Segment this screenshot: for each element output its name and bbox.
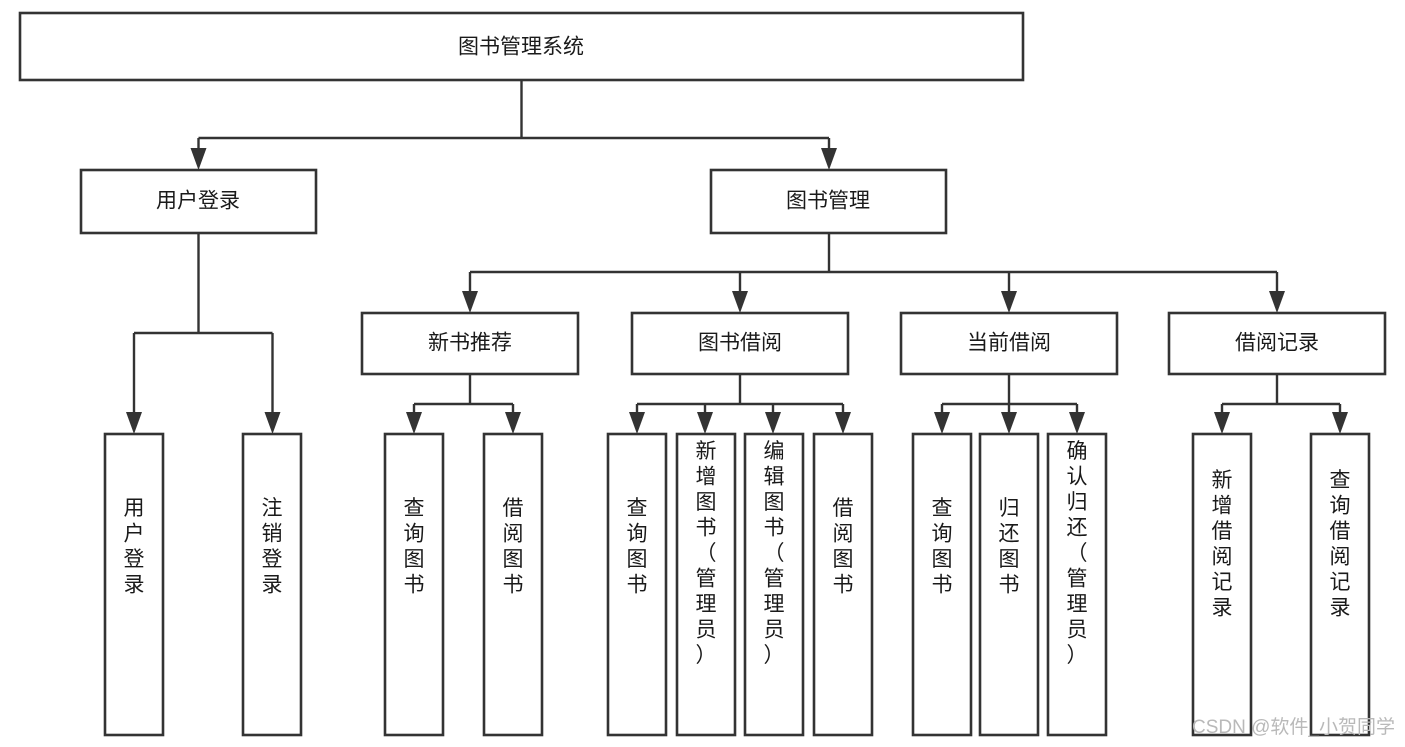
arrow-head-leaf-add-book-admin: [697, 412, 713, 434]
node-current-borrow-label: 当前借阅: [967, 332, 1051, 355]
node-leaf-query-book-1-box[interactable]: [383, 432, 445, 737]
arrow-head-book-manage: [821, 148, 837, 170]
arrow-head-new-book-recommend: [462, 291, 478, 313]
node-leaf-borrow-book-1[interactable]: 借阅图书: [482, 432, 544, 737]
node-leaf-query-book-3-box[interactable]: [911, 432, 973, 737]
arrow-head-leaf-borrow-book-2: [835, 412, 851, 434]
node-new-book-recommend-label: 新书推荐: [428, 332, 512, 355]
node-root[interactable]: 图书管理系统: [18, 11, 1025, 82]
node-new-book-recommend-box[interactable]: [360, 311, 580, 376]
node-leaf-user-login[interactable]: 用户登录: [103, 432, 165, 737]
csdn-watermark: CSDN @软件_小贺同学: [1192, 716, 1395, 738]
node-leaf-query-book-1[interactable]: 查询图书: [383, 432, 445, 737]
node-current-borrow[interactable]: 当前借阅: [899, 311, 1119, 376]
node-leaf-borrow-book-2[interactable]: 借阅图书: [812, 432, 874, 737]
node-book-manage-box[interactable]: [709, 168, 948, 235]
node-leaf-add-borrow-record[interactable]: 新增借阅记录: [1191, 432, 1253, 737]
arrow-head-leaf-query-book-1: [406, 412, 422, 434]
arrow-head-current-borrow: [1001, 291, 1017, 313]
node-leaf-confirm-return-admin-label: 确认归还（管理员）: [1067, 440, 1088, 667]
node-leaf-query-book-1-label: 查询图书: [404, 497, 425, 597]
arrow-head-book-borrow: [732, 291, 748, 313]
node-leaf-query-book-2-label: 查询图书: [627, 497, 648, 597]
node-new-book-recommend[interactable]: 新书推荐: [360, 311, 580, 376]
arrow-head-leaf-query-book-2: [629, 412, 645, 434]
node-leaf-edit-book-admin[interactable]: 编辑图书（管理员）: [743, 432, 805, 737]
arrow-head-user-login: [190, 148, 207, 170]
node-leaf-logout-login[interactable]: 注销登录: [241, 432, 303, 737]
node-leaf-logout-login-box[interactable]: [241, 432, 303, 737]
arrow-head-borrow-record: [1269, 291, 1285, 313]
node-leaf-add-borrow-record-box[interactable]: [1191, 432, 1253, 737]
node-leaf-add-book-admin[interactable]: 新增图书（管理员）: [675, 432, 737, 737]
arrow-head-leaf-borrow-book-1: [505, 412, 521, 434]
node-leaf-query-borrow-record[interactable]: 查询借阅记录: [1309, 432, 1371, 737]
node-leaf-return-book-box[interactable]: [978, 432, 1040, 737]
node-leaf-query-book-3[interactable]: 查询图书: [911, 432, 973, 737]
arrow-head-leaf-add-borrow-record: [1214, 412, 1230, 434]
node-book-manage-label: 图书管理: [786, 190, 870, 213]
node-root-box[interactable]: [18, 11, 1025, 82]
node-leaf-query-book-3-label: 查询图书: [932, 497, 953, 597]
node-leaf-add-borrow-record-label: 新增借阅记录: [1212, 469, 1233, 620]
node-borrow-record-label: 借阅记录: [1235, 332, 1319, 355]
arrow-head-leaf-user-login: [126, 412, 142, 434]
node-leaf-query-borrow-record-label: 查询借阅记录: [1330, 469, 1351, 620]
node-user-login-label: 用户登录: [156, 190, 240, 213]
node-leaf-edit-book-admin-label: 编辑图书（管理员）: [764, 440, 785, 667]
arrow-head-leaf-logout-login: [264, 412, 281, 434]
node-leaf-borrow-book-1-box[interactable]: [482, 432, 544, 737]
node-leaf-query-borrow-record-box[interactable]: [1309, 432, 1371, 737]
node-leaf-borrow-book-2-box[interactable]: [812, 432, 874, 737]
node-user-login[interactable]: 用户登录: [79, 168, 318, 235]
arrow-head-leaf-query-book-3: [934, 412, 950, 434]
node-leaf-borrow-book-2-label: 借阅图书: [833, 497, 854, 597]
connector-layer: [126, 80, 1348, 434]
node-leaf-add-book-admin-box[interactable]: [675, 432, 737, 737]
node-leaf-query-book-2[interactable]: 查询图书: [606, 432, 668, 737]
node-book-borrow-label: 图书借阅: [698, 332, 782, 355]
node-leaf-user-login-label: 用户登录: [124, 497, 145, 597]
arrow-head-leaf-confirm-return-admin: [1069, 412, 1085, 434]
node-leaf-edit-book-admin-box[interactable]: [743, 432, 805, 737]
node-leaf-return-book-label: 归还图书: [999, 497, 1020, 597]
arrow-head-leaf-edit-book-admin: [765, 412, 781, 434]
node-book-borrow[interactable]: 图书借阅: [630, 311, 850, 376]
node-leaf-add-book-admin-label: 新增图书（管理员）: [696, 440, 717, 667]
node-current-borrow-box[interactable]: [899, 311, 1119, 376]
node-root-label: 图书管理系统: [458, 36, 584, 59]
node-leaf-confirm-return-admin[interactable]: 确认归还（管理员）: [1046, 432, 1108, 737]
node-leaf-logout-login-label: 注销登录: [262, 497, 283, 597]
node-leaf-return-book[interactable]: 归还图书: [978, 432, 1040, 737]
node-leaf-confirm-return-admin-box[interactable]: [1046, 432, 1108, 737]
node-book-borrow-box[interactable]: [630, 311, 850, 376]
node-leaf-user-login-box[interactable]: [103, 432, 165, 737]
arrow-head-leaf-query-borrow-record: [1332, 412, 1348, 434]
node-leaf-query-book-2-box[interactable]: [606, 432, 668, 737]
node-borrow-record-box[interactable]: [1167, 311, 1387, 376]
node-borrow-record[interactable]: 借阅记录: [1167, 311, 1387, 376]
node-book-manage[interactable]: 图书管理: [709, 168, 948, 235]
node-user-login-box[interactable]: [79, 168, 318, 235]
node-leaf-borrow-book-1-label: 借阅图书: [503, 497, 524, 597]
arrow-head-leaf-return-book: [1001, 412, 1017, 434]
